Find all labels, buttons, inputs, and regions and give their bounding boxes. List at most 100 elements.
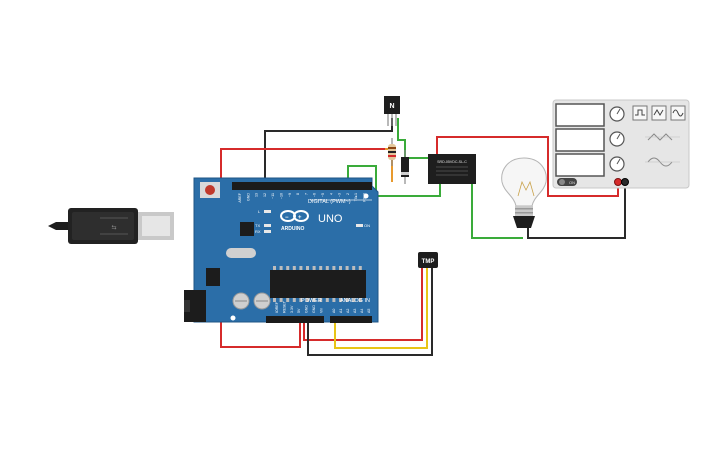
pin-label: 13 <box>255 193 259 197</box>
light-bulb[interactable] <box>501 157 547 228</box>
square-wave-button[interactable] <box>632 105 648 121</box>
chip-pin <box>306 266 309 270</box>
chip-pin <box>339 298 342 302</box>
analog-label: ANALOG IN <box>340 298 370 304</box>
power-header[interactable] <box>266 316 324 323</box>
pin-label: IOREF <box>275 301 279 313</box>
reset-button[interactable] <box>205 185 215 195</box>
wire-green-transistor[interactable] <box>397 118 440 159</box>
waveform-preview-1 <box>645 133 680 141</box>
pin-label: GND <box>312 305 316 313</box>
chip-pin <box>292 266 296 270</box>
pin-label: ~9 <box>288 193 292 197</box>
svg-text:⇆: ⇆ <box>111 224 116 231</box>
pin-label: GND <box>246 193 250 201</box>
wire-green-signal[interactable] <box>347 165 441 197</box>
digital-header[interactable] <box>232 182 356 190</box>
chip-pins <box>273 266 362 302</box>
pin-label: 12 <box>263 193 267 197</box>
usb-chip <box>240 222 254 236</box>
pin-label: A2 <box>346 309 350 313</box>
chip-pin <box>339 266 342 270</box>
display-2 <box>555 128 605 152</box>
pin-label: A3 <box>353 309 357 313</box>
brand-text: ARDUINO <box>281 226 304 232</box>
wire-black-sensor-gnd[interactable] <box>307 268 433 356</box>
chip-pin <box>345 298 349 302</box>
chip-pin <box>279 266 283 270</box>
chip-pin <box>306 298 309 302</box>
chip-pin <box>286 266 290 270</box>
terminal-negative[interactable] <box>621 178 629 186</box>
triangle-wave-button[interactable] <box>651 105 667 121</box>
chip-pin <box>352 266 356 270</box>
dc-power-jack[interactable] <box>184 290 206 322</box>
chip-pin <box>273 266 276 270</box>
led-tx <box>264 224 271 227</box>
display-1 <box>555 103 605 127</box>
power-label: POWER <box>301 298 322 304</box>
chip-pin <box>332 298 336 302</box>
led-on <box>356 224 363 227</box>
wire-green-bulb[interactable] <box>471 178 523 239</box>
chip-pin <box>332 266 336 270</box>
wire-black-scope[interactable] <box>527 182 626 239</box>
led-label-tx: TX <box>255 223 260 228</box>
led-l <box>264 210 271 213</box>
pin-label: 5V <box>297 308 301 313</box>
chip-pin <box>358 298 362 302</box>
pin-label: GND <box>305 305 309 313</box>
digital-label: DIGITAL (PWM~) <box>308 199 351 205</box>
wire-red-sensor-power[interactable] <box>303 268 423 341</box>
pin-label: ~11 <box>271 193 275 199</box>
chip-pin <box>319 266 323 270</box>
pin-label: ~5 <box>321 193 325 197</box>
pin-label: 3.3V <box>290 305 294 313</box>
pin-label: ~6 <box>313 193 317 197</box>
digital-header-2[interactable] <box>314 182 372 190</box>
led-on-label: ON <box>364 223 370 228</box>
pin-label: ~10 <box>280 193 284 199</box>
led-rx <box>264 230 271 233</box>
chip-pin <box>352 298 356 302</box>
crystal <box>226 248 256 258</box>
pin-label: AREF <box>238 192 242 202</box>
chip-pin <box>312 266 316 270</box>
chip-pin <box>292 298 296 302</box>
voltage-regulator <box>206 268 220 286</box>
npn-transistor[interactable]: N <box>384 96 400 126</box>
wire-yellow-sensor-signal[interactable] <box>334 268 428 349</box>
usb-cable[interactable]: ⇆ <box>36 208 174 244</box>
temperature-sensor[interactable]: TMP <box>418 252 438 268</box>
relay-text: SRD-05VDC-SL-C <box>437 160 467 164</box>
oscilloscope[interactable]: ON <box>552 99 690 189</box>
sine-wave-button[interactable] <box>670 105 686 121</box>
arduino-logo: − + <box>280 210 309 222</box>
display-3 <box>555 153 605 177</box>
pin-label: 7 <box>304 193 308 195</box>
relay[interactable]: SRD-05VDC-SL-C <box>428 154 476 184</box>
chip-pin <box>319 298 323 302</box>
chip-pin <box>345 266 349 270</box>
power-toggle-label: ON <box>569 180 575 185</box>
chip-pin <box>325 266 329 270</box>
chip-pin <box>286 298 290 302</box>
chip-pin <box>312 298 316 302</box>
chip-pin <box>299 298 303 302</box>
analog-header[interactable] <box>330 316 372 323</box>
model-text: UNO <box>318 213 343 225</box>
resistor[interactable] <box>388 138 396 166</box>
chip-pin <box>299 266 303 270</box>
svg-text:+: + <box>298 215 302 221</box>
pin-label: A0 <box>332 309 336 313</box>
diode[interactable] <box>401 150 409 184</box>
pin-label: RESET <box>282 300 286 313</box>
pin-label: A4 <box>360 309 364 313</box>
terminal-positive[interactable] <box>614 178 622 186</box>
wire-red-5v-rail[interactable] <box>220 148 385 348</box>
